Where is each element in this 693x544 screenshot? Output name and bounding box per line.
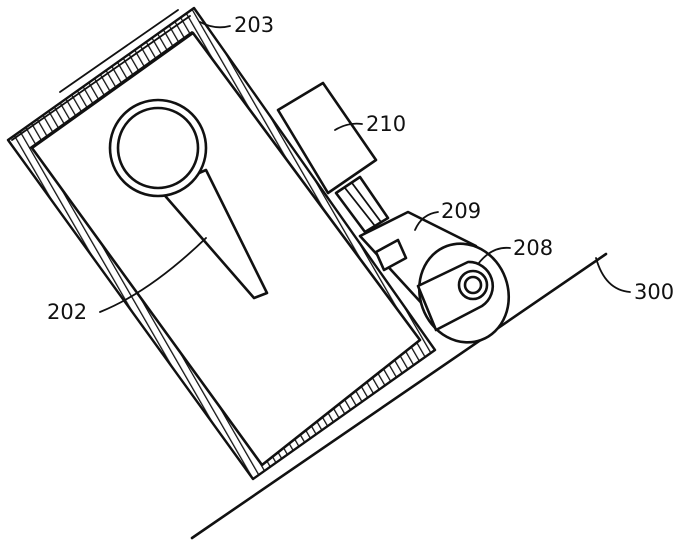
- top-wall-cross-line: [29, 31, 193, 149]
- leader-line-300: [595, 257, 631, 293]
- leader-line-203: [199, 21, 231, 29]
- blade-ring-inner: [116, 106, 200, 190]
- label-203: 203: [234, 13, 274, 37]
- leader-line-208: [477, 246, 511, 265]
- top-wall-cross-line: [11, 15, 191, 141]
- leader-line-209: [414, 211, 439, 231]
- leader-line-202: [99, 237, 207, 313]
- motor-shaft-line: [351, 182, 382, 223]
- blade-ring-outer: [108, 98, 208, 198]
- axle-inner: [463, 275, 483, 295]
- label-202: 202: [47, 300, 87, 324]
- bracket-tab: [374, 238, 408, 272]
- axle-outer: [457, 269, 489, 301]
- top-wall-cross-line: [59, 9, 179, 93]
- motor-shaft-line: [344, 187, 376, 227]
- leader-line-210: [334, 122, 363, 131]
- label-208: 208: [513, 236, 553, 260]
- label-210: 210: [366, 112, 406, 136]
- label-300: 300: [634, 280, 674, 304]
- label-209: 209: [441, 199, 481, 223]
- motor-box: [276, 81, 378, 195]
- ground-slope-line: [190, 252, 608, 540]
